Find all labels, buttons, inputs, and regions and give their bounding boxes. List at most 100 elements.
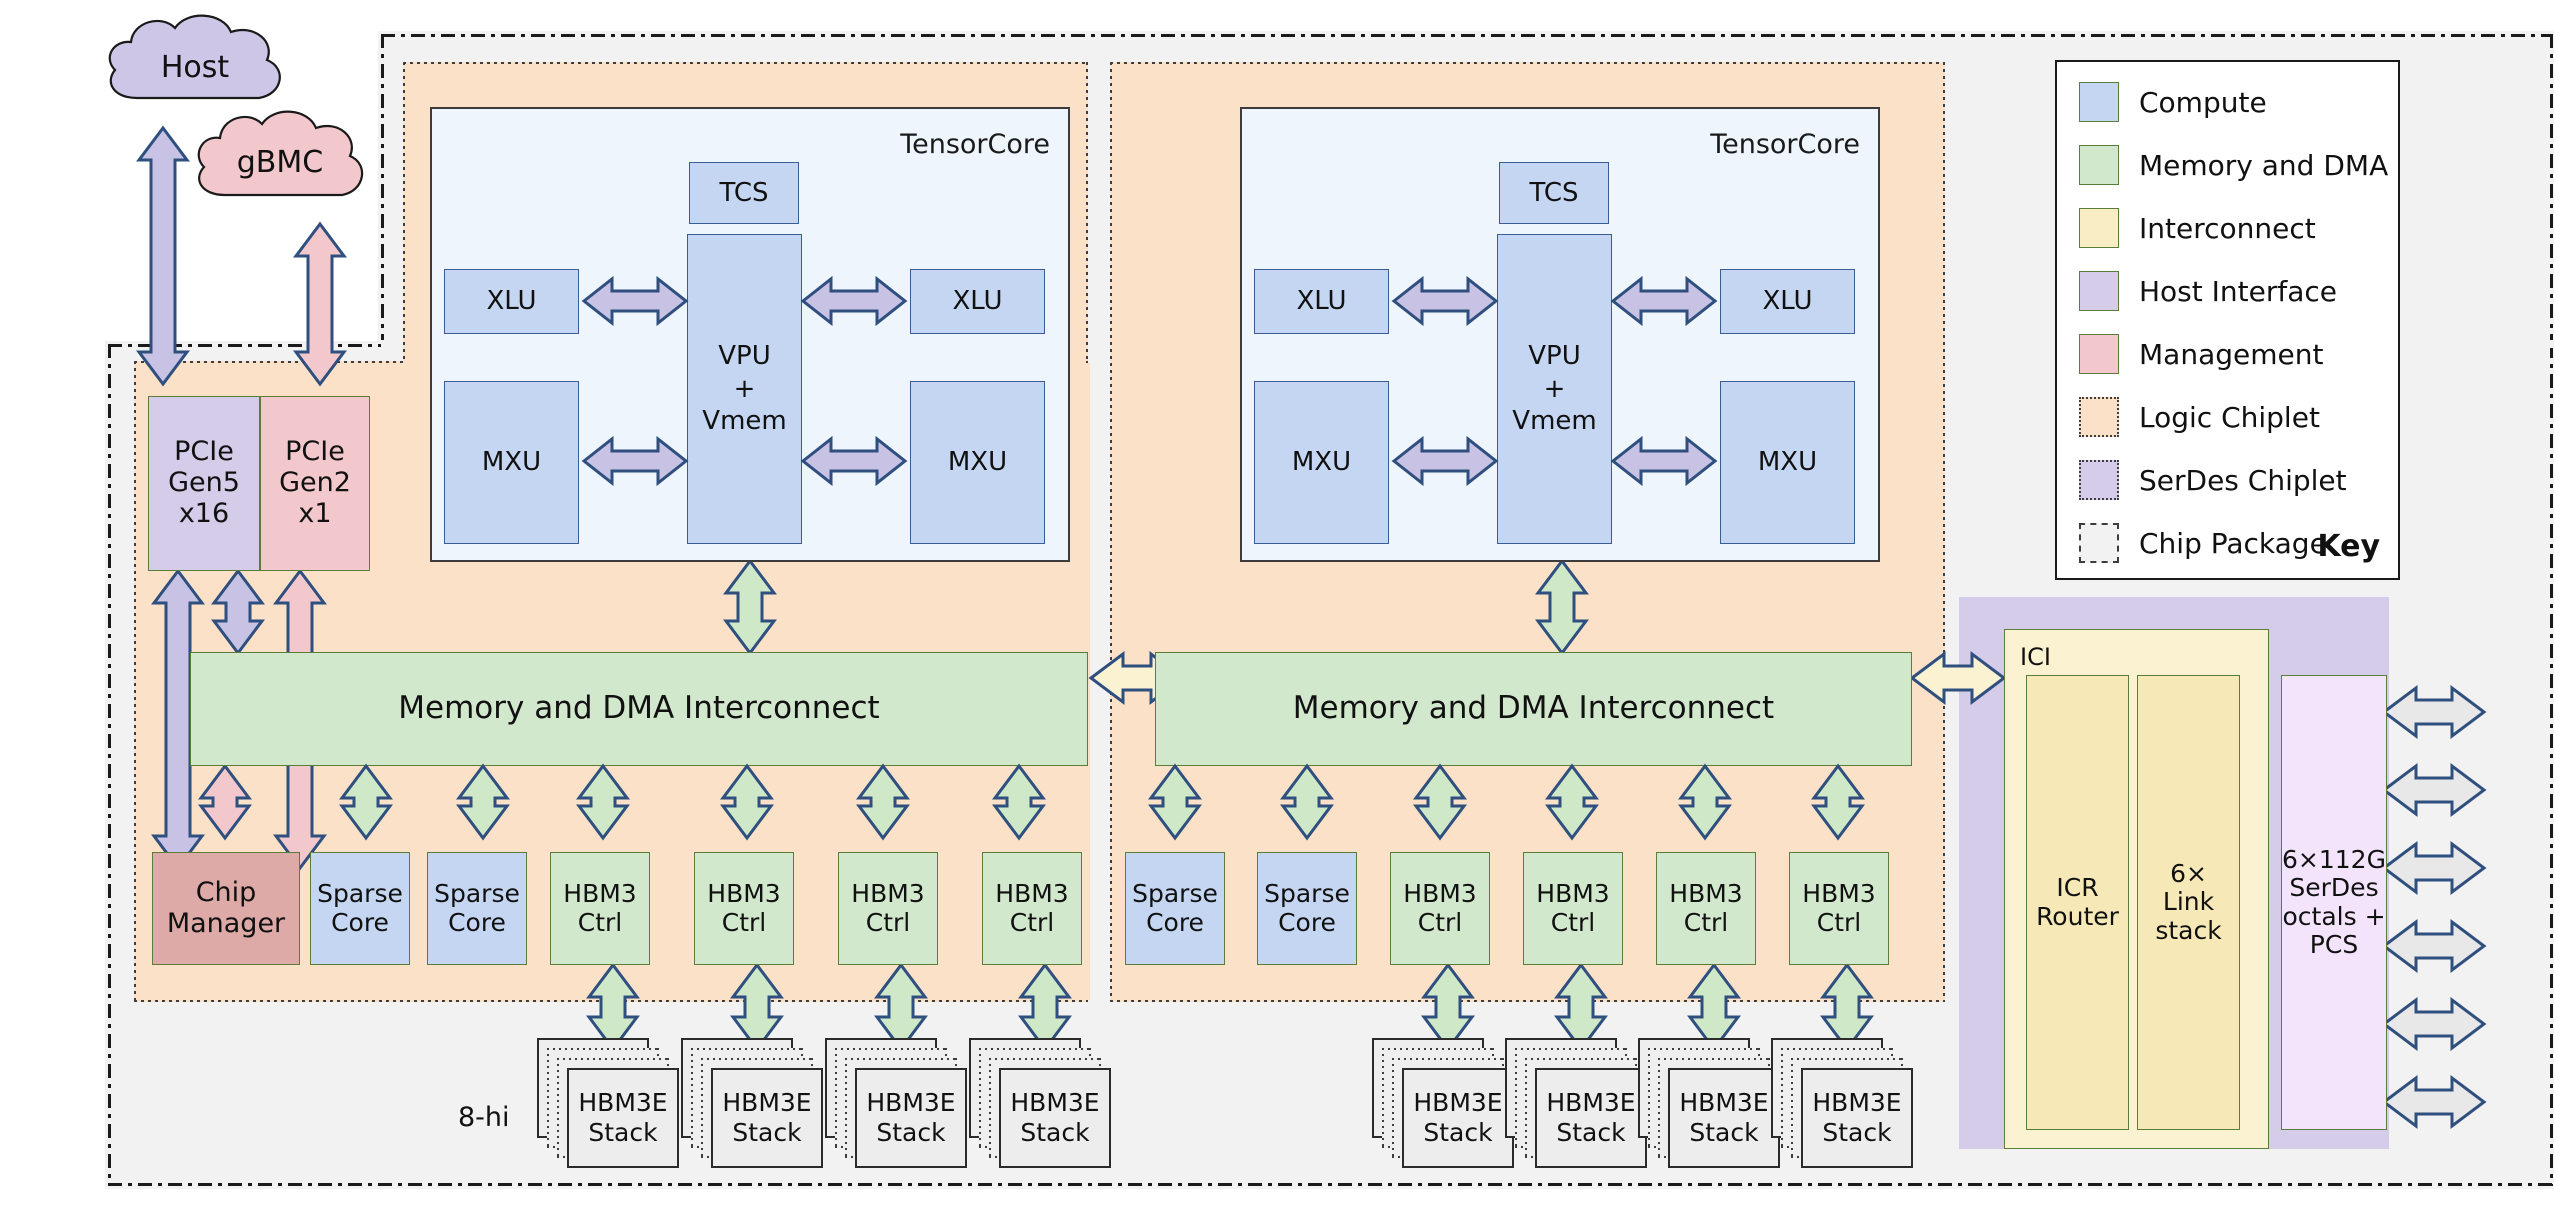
hbm3e-line-2: Stack bbox=[732, 1118, 802, 1147]
interconnect-left[interactable]: Memory and DMA Interconnect bbox=[190, 652, 1088, 766]
hbm-height-annotation: 8-hi bbox=[458, 1102, 510, 1133]
pcie-gen5-block[interactable]: PCIe Gen5 x16 bbox=[148, 396, 260, 571]
host-cloud-label: Host bbox=[160, 50, 230, 85]
key-label-interconnect: Interconnect bbox=[2139, 211, 2316, 245]
mxu-left[interactable]: MXU bbox=[1254, 381, 1389, 544]
cloud-shape-icon bbox=[108, 14, 281, 100]
pcie-gen2-line-1: PCIe bbox=[285, 436, 345, 468]
hbm3-ctrl-l2[interactable]: HBM3 Ctrl bbox=[694, 852, 794, 965]
icr-router-line-1: ICR bbox=[2056, 873, 2099, 902]
hbm3-ctrl-line-1: HBM3 bbox=[1536, 879, 1610, 908]
hbm3-ctrl-r3[interactable]: HBM3 Ctrl bbox=[1656, 852, 1756, 965]
hbm3e-stack-r1[interactable]: HBM3E Stack bbox=[1372, 1038, 1522, 1168]
key-label-serdes-chiplet: SerDes Chiplet bbox=[2139, 463, 2347, 497]
vpu-vmem-right[interactable]: VPU + Vmem bbox=[1497, 234, 1612, 544]
vpu-line-1: VPU bbox=[1528, 341, 1581, 372]
serdes-line-3: octals + bbox=[2282, 901, 2386, 931]
hbm3-ctrl-line-2: Ctrl bbox=[1683, 907, 1729, 937]
hbm3e-stack-l4[interactable]: HBM3E Stack bbox=[969, 1038, 1119, 1168]
serdes-line-4: PCS bbox=[2309, 930, 2359, 959]
hbm3e-line-1: HBM3E bbox=[722, 1088, 812, 1117]
sparse-core-line-2: Core bbox=[331, 907, 389, 937]
tensorcore-left-label: TensorCore bbox=[900, 129, 1050, 160]
hbm-stack-front: HBM3E Stack bbox=[999, 1068, 1111, 1168]
icr-router-block[interactable]: ICR Router bbox=[2026, 675, 2129, 1130]
hbm-stack-front: HBM3E Stack bbox=[567, 1068, 679, 1168]
hbm3e-line-2: Stack bbox=[1423, 1118, 1493, 1147]
link-stack-block[interactable]: 6× Link stack bbox=[2137, 675, 2240, 1130]
xlu-right[interactable]: XLU bbox=[910, 269, 1045, 334]
sparse-core-line-1: Sparse bbox=[317, 879, 403, 908]
hbm3-ctrl-line-1: HBM3 bbox=[1403, 879, 1477, 908]
vpu-vmem-left[interactable]: VPU + Vmem bbox=[687, 234, 802, 544]
key-label-chip-package: Chip Package bbox=[2139, 526, 2327, 560]
sparse-core-line-1: Sparse bbox=[1264, 879, 1350, 908]
key-item-serdes-chiplet: SerDes Chiplet bbox=[2079, 460, 2347, 500]
hbm3e-stack-r3[interactable]: HBM3E Stack bbox=[1638, 1038, 1788, 1168]
pcie-gen2-line-3: x1 bbox=[298, 497, 332, 529]
mxu-left[interactable]: MXU bbox=[444, 381, 579, 544]
interconnect-right[interactable]: Memory and DMA Interconnect bbox=[1155, 652, 1912, 766]
hbm3e-line-1: HBM3E bbox=[1413, 1088, 1503, 1117]
sparse-core-line-1: Sparse bbox=[434, 879, 520, 908]
hbm3e-line-2: Stack bbox=[1689, 1118, 1759, 1147]
hbm3-ctrl-r1[interactable]: HBM3 Ctrl bbox=[1390, 852, 1490, 965]
gbmc-cloud[interactable]: gBMC bbox=[185, 105, 375, 220]
mxu-right[interactable]: MXU bbox=[1720, 381, 1855, 544]
tcs-left[interactable]: TCS bbox=[689, 162, 799, 224]
serdes-octals-pcs-block[interactable]: 6×112G SerDes octals + PCS bbox=[2281, 675, 2387, 1130]
hbm3e-stack-r4[interactable]: HBM3E Stack bbox=[1771, 1038, 1921, 1168]
link-stack-line-1: 6× bbox=[2170, 858, 2207, 888]
pcie-gen2-block[interactable]: PCIe Gen2 x1 bbox=[260, 396, 370, 571]
xlu-left[interactable]: XLU bbox=[444, 269, 579, 334]
serdes-line-2: SerDes bbox=[2289, 873, 2379, 902]
hbm3e-line-2: Stack bbox=[588, 1118, 658, 1147]
key-swatch-host-interface bbox=[2079, 271, 2119, 311]
host-cloud[interactable]: Host bbox=[95, 10, 295, 125]
chip-manager-line-2: Manager bbox=[166, 907, 286, 939]
sparse-core-l2[interactable]: Sparse Core bbox=[427, 852, 527, 965]
hbm3e-stack-l2[interactable]: HBM3E Stack bbox=[681, 1038, 831, 1168]
hbm3e-stack-l1[interactable]: HBM3E Stack bbox=[537, 1038, 687, 1168]
xlu-right[interactable]: XLU bbox=[1720, 269, 1855, 334]
hbm-stack-front: HBM3E Stack bbox=[1402, 1068, 1514, 1168]
vpu-line-3: Vmem bbox=[702, 406, 787, 437]
hbm3e-line-2: Stack bbox=[1822, 1118, 1892, 1147]
sparse-core-r2[interactable]: Sparse Core bbox=[1257, 852, 1357, 965]
hbm-stack-front: HBM3E Stack bbox=[855, 1068, 967, 1168]
sparse-core-line-2: Core bbox=[1278, 907, 1336, 937]
hbm3e-stack-r2[interactable]: HBM3E Stack bbox=[1505, 1038, 1655, 1168]
key-label-compute: Compute bbox=[2139, 85, 2267, 119]
tcs-right[interactable]: TCS bbox=[1499, 162, 1609, 224]
key-label-host-interface: Host Interface bbox=[2139, 274, 2338, 308]
hbm3e-stack-l3[interactable]: HBM3E Stack bbox=[825, 1038, 975, 1168]
sparse-core-line-1: Sparse bbox=[1132, 879, 1218, 908]
key-swatch-logic-chiplet bbox=[2079, 397, 2119, 437]
key-swatch-interconnect bbox=[2079, 208, 2119, 248]
mxu-right[interactable]: MXU bbox=[910, 381, 1045, 544]
key-label-memory-dma: Memory and DMA bbox=[2139, 148, 2389, 182]
hbm3-ctrl-line-2: Ctrl bbox=[1816, 907, 1862, 937]
hbm3-ctrl-r2[interactable]: HBM3 Ctrl bbox=[1523, 852, 1623, 965]
tensorcore-right-label: TensorCore bbox=[1710, 129, 1860, 160]
hbm3-ctrl-line-2: Ctrl bbox=[577, 907, 623, 937]
serdes-line-1: 6×112G bbox=[2282, 844, 2386, 874]
hbm3e-line-1: HBM3E bbox=[578, 1088, 668, 1117]
sparse-core-l1[interactable]: Sparse Core bbox=[310, 852, 410, 965]
hbm3-ctrl-l3[interactable]: HBM3 Ctrl bbox=[838, 852, 938, 965]
hbm3-ctrl-r4[interactable]: HBM3 Ctrl bbox=[1789, 852, 1889, 965]
hbm3e-line-1: HBM3E bbox=[1679, 1088, 1769, 1117]
link-stack-line-3: stack bbox=[2155, 915, 2222, 945]
icr-router-line-2: Router bbox=[2036, 901, 2119, 931]
tensorcore-left: TensorCore TCS VPU + Vmem XLU XLU MXU MX… bbox=[430, 107, 1070, 562]
key-swatch-memory-dma bbox=[2079, 145, 2119, 185]
hbm3-ctrl-line-1: HBM3 bbox=[995, 879, 1069, 908]
hbm3-ctrl-l4[interactable]: HBM3 Ctrl bbox=[982, 852, 1082, 965]
chiplet-left-join-cover2 bbox=[1086, 363, 1090, 1000]
key-item-memory-dma: Memory and DMA bbox=[2079, 145, 2388, 185]
hbm3-ctrl-l1[interactable]: HBM3 Ctrl bbox=[550, 852, 650, 965]
sparse-core-r1[interactable]: Sparse Core bbox=[1125, 852, 1225, 965]
xlu-left[interactable]: XLU bbox=[1254, 269, 1389, 334]
chip-manager-block[interactable]: Chip Manager bbox=[152, 852, 300, 965]
